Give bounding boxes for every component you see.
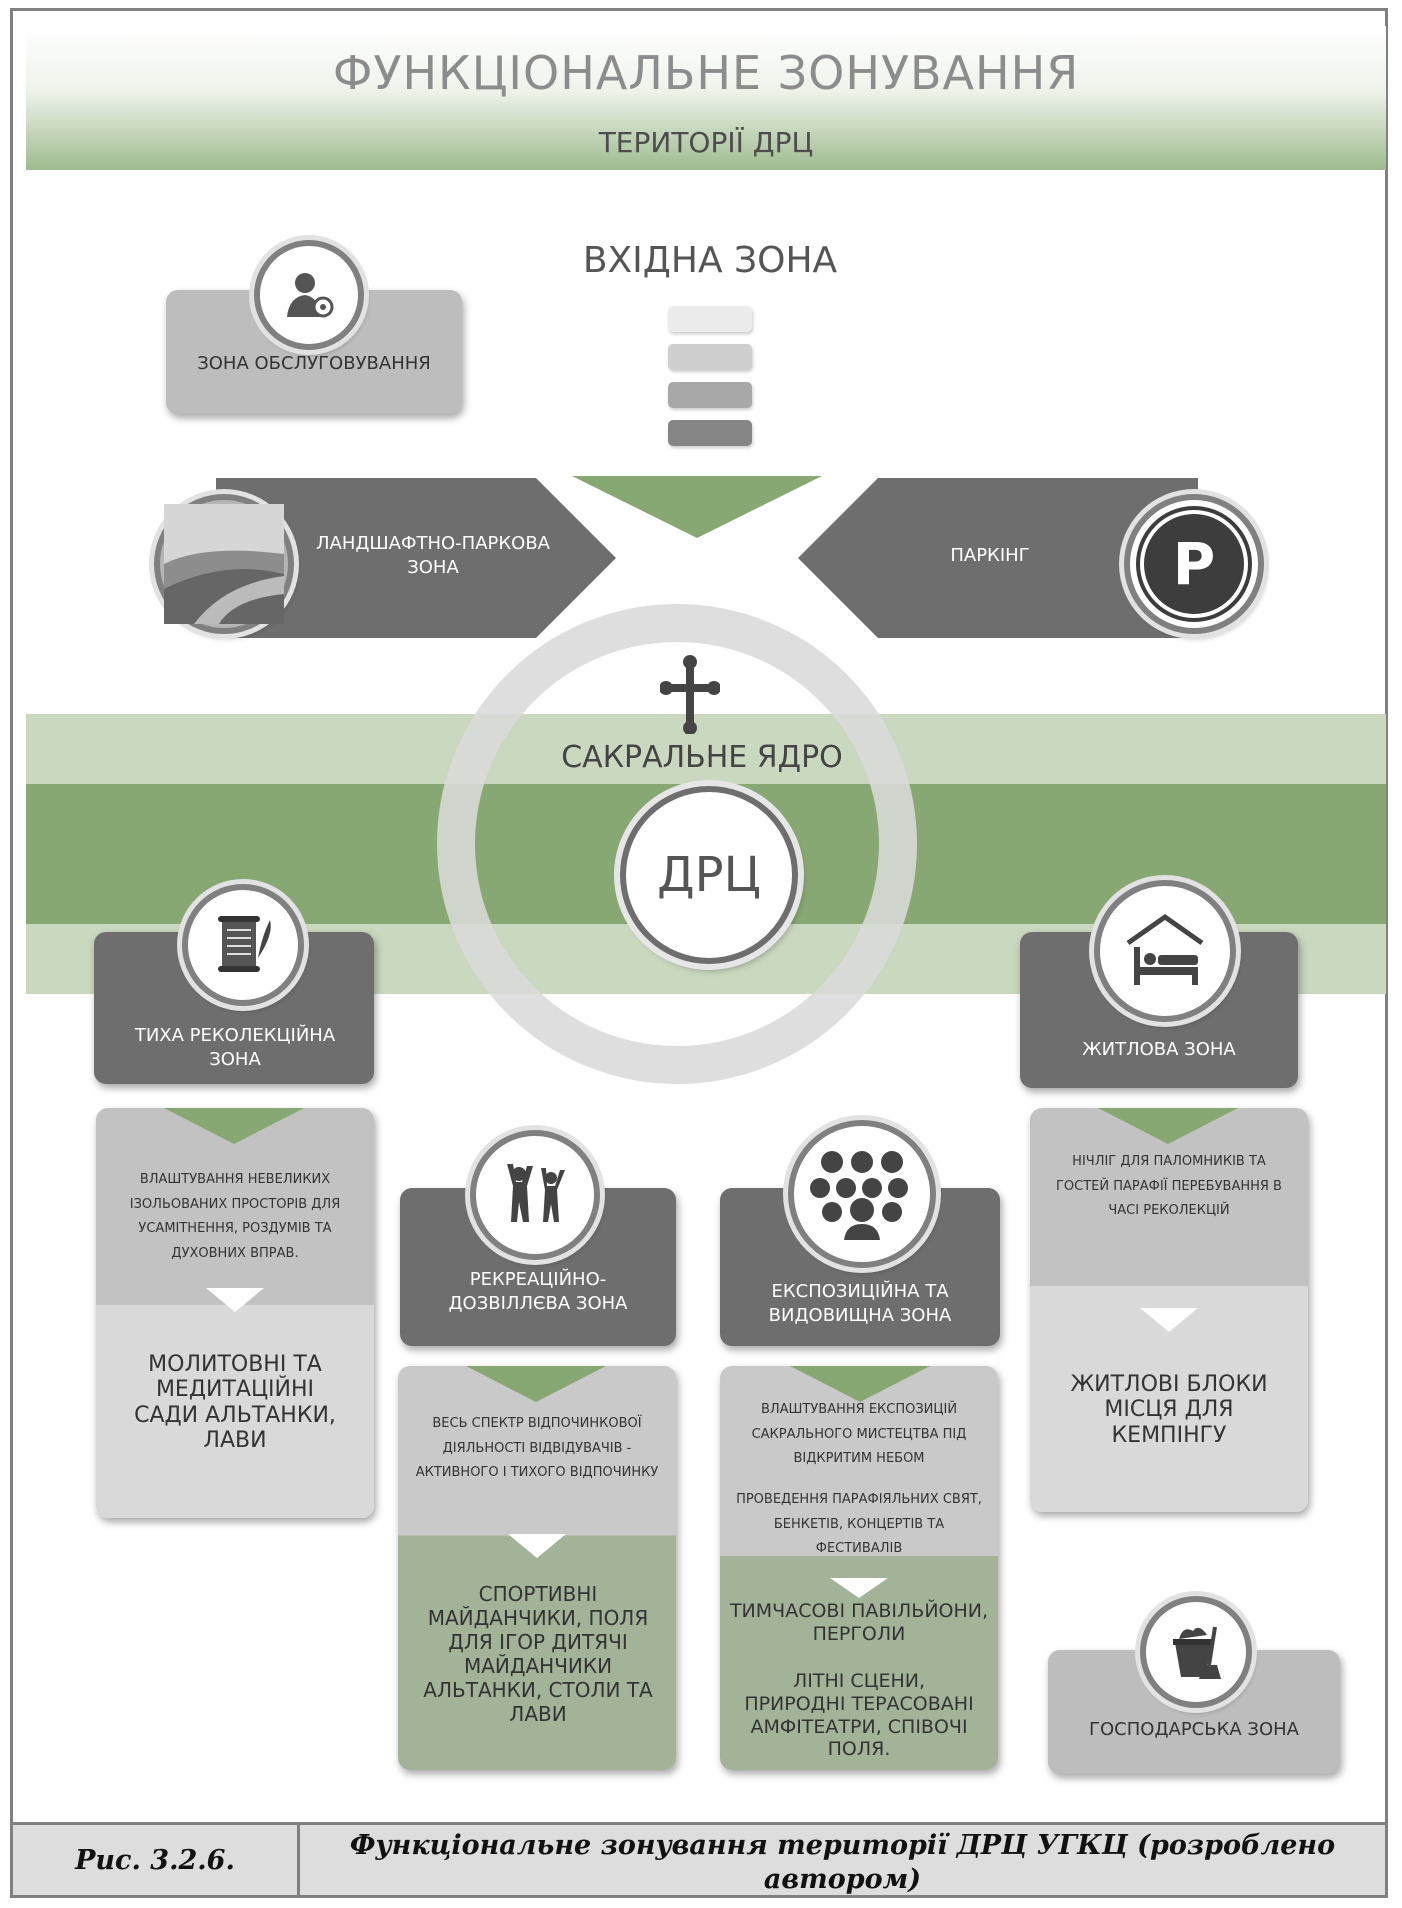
residential-arrow-green (1098, 1108, 1238, 1144)
recreation-zone-panel (398, 1366, 676, 1770)
service-worker-icon (254, 240, 364, 350)
landscape-zone-label: ЛАНДШАФТНО-ПАРКОВА ЗОНА (315, 533, 550, 579)
recreation-arrow-white (508, 1534, 566, 1558)
sacral-core-label: САКРАЛЬНЕ ЯДРО (561, 740, 843, 775)
quiet-zone-result: МОЛИТОВНІ ТА МЕДИТАЦІЙНІ САДИ АЛЬТАНКИ, … (134, 1352, 336, 1453)
entrance-arrow (572, 476, 822, 538)
household-zone-label: ГОСПОДАРСЬКА ЗОНА (1089, 1719, 1299, 1740)
exposition-zone-result-1: ТИМЧАСОВІ ПАВІЛЬЙОНИ, ПЕРГОЛИ (729, 1600, 989, 1645)
drc-center-circle: ДРЦ (620, 786, 798, 964)
entrance-label: ВХІДНА ЗОНА (582, 240, 838, 281)
diagram-subtitle: ТЕРИТОРІЇ ДРЦ (598, 126, 814, 159)
parking-zone-arrow (798, 478, 1198, 638)
recreation-arrow-green (466, 1366, 606, 1402)
exposition-zone-description-2: ПРОВЕДЕННЯ ПАРАФІЯЛЬНИХ СВЯТ, БЕНКЕТІВ, … (736, 1492, 982, 1557)
exposition-arrow-white (830, 1578, 888, 1598)
quiet-zone-description: ВЛАШТУВАННЯ НЕВЕЛИКИХ ІЗОЛЬОВАНИХ ПРОСТО… (129, 1172, 341, 1262)
recreation-zone-title: РЕКРЕАЦІЙНО-ДОЗВІЛЛЄВА ЗОНА (448, 1269, 628, 1315)
service-zone-label: ЗОНА ОБСЛУГОВУВАННЯ (197, 353, 431, 374)
dancing-people-icon (470, 1130, 600, 1260)
residential-arrow-white (1140, 1308, 1198, 1332)
residential-zone-description: НІЧЛІГ ДЛЯ ПАЛОМНИКІВ ТА ГОСТЕЙ ПАРАФІЇ … (1056, 1154, 1282, 1219)
residential-zone-title: ЖИТЛОВА ЗОНА (1082, 1039, 1236, 1060)
exposition-zone-result-2: ЛІТНІ СЦЕНИ, ПРИРОДНІ ТЕРАСОВАНІ АМФІТЕА… (744, 1670, 974, 1761)
quiet-zone-panel (96, 1108, 374, 1518)
quiet-arrow-green (164, 1108, 304, 1144)
parking-icon: P (1124, 494, 1264, 634)
scroll-feather-icon (182, 884, 304, 1006)
landscape-zone-arrow (216, 478, 616, 638)
residential-zone-result: ЖИТЛОВІ БЛОКИ МІСЦЯ ДЛЯ КЕМПІНГУ (1070, 1372, 1268, 1448)
exposition-zone-description-1: ВЛАШТУВАННЯ ЕКСПОЗИЦІЙ САКРАЛЬНОГО МИСТЕ… (751, 1402, 967, 1467)
quiet-arrow-white (206, 1288, 264, 1312)
quiet-zone-title: ТИХА РЕКОЛЕКЦІЙНА ЗОНА (134, 1025, 336, 1071)
diagram-title: ФУНКЦІОНАЛЬНЕ ЗОНУВАННЯ (332, 46, 1080, 100)
bed-house-icon (1094, 880, 1236, 1022)
cross-icon (660, 655, 720, 734)
recreation-zone-description: ВЕСЬ СПЕКТР ВІДПОЧИНКОВОЇ ДІЯЛЬНОСТІ ВІД… (415, 1416, 659, 1481)
parking-zone-label: ПАРКІНГ (950, 545, 1030, 566)
caption-text: Функціональне зонування території ДРЦ УГ… (349, 1830, 1336, 1895)
header-banner: ФУНКЦІОНАЛЬНЕ ЗОНУВАННЯ ТЕРИТОРІЇ ДРЦ (26, 26, 1386, 170)
recreation-zone-result: СПОРТИВНІ МАЙДАНЧИКИ, ПОЛЯ ДЛЯ ІГОР ДИТЯ… (423, 1582, 653, 1726)
exposition-zone-title: ЕКСПОЗИЦІЙНА ТА ВИДОВИЩНА ЗОНА (768, 1281, 952, 1327)
caption-number: Рис. 3.2.6. (13, 1825, 300, 1895)
drc-center-label: ДРЦ (657, 847, 761, 903)
exposition-zone-panel (720, 1366, 998, 1770)
figure-caption: Рис. 3.2.6. Функціональне зонування тери… (10, 1822, 1388, 1898)
entrance-steps (668, 306, 752, 446)
cleaning-bucket-icon (1140, 1596, 1252, 1708)
landscape-icon (154, 494, 294, 634)
exposition-arrow-green (790, 1366, 930, 1402)
parking-letter: P (1140, 510, 1248, 618)
audience-icon (788, 1120, 936, 1268)
